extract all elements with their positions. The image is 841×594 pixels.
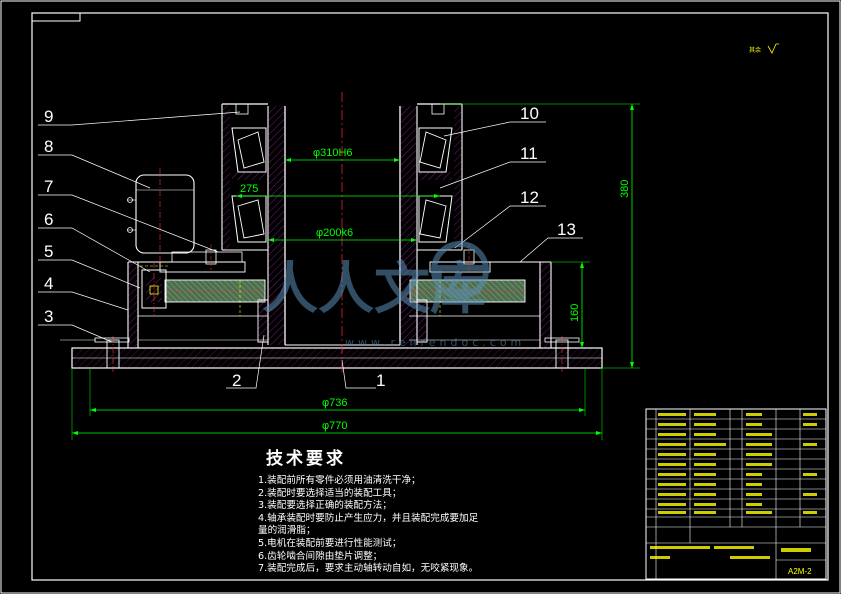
dim-200-text: φ200k6: [316, 227, 353, 239]
tech-req-line-6: 5.电机在装配前要进行性能测试；: [258, 537, 402, 549]
part-label-9: 9: [44, 107, 53, 126]
motor-bracket: [159, 251, 491, 273]
tech-req-title: 技术要求: [266, 449, 346, 469]
tech-req-line-3: 3.装配要选择正确的装配方法；: [258, 500, 392, 512]
part-labels: 9 8 7 6 5 4 3 10 11 12 13 2 1: [44, 104, 576, 390]
tech-req-line-7: 6.齿轮啮合间隙由垫片调整；: [258, 550, 383, 562]
part-label-1: 1: [376, 371, 385, 390]
dim-770: φ770: [71, 368, 603, 440]
part-label-8: 8: [44, 137, 53, 156]
leader-lines: [38, 111, 583, 389]
part-label-4: 4: [44, 274, 53, 293]
watermark: 人人文库 www.renrendoc.com: [262, 241, 525, 349]
spindle: [267, 92, 418, 372]
code-box: [31, 12, 81, 22]
bom-entries: [650, 413, 817, 559]
part-label-3: 3: [44, 307, 53, 326]
part-label-5: 5: [44, 242, 53, 261]
upper-bearing: [231, 127, 453, 180]
roughness-note-text: 其余: [749, 46, 761, 54]
part-label-12: 12: [520, 188, 539, 207]
tech-req-line-8: 7.装配完成后，要求主动轴转动自如，无咬紧现象。: [258, 563, 479, 575]
watermark-url: www.renrendoc.com: [345, 336, 525, 349]
dim-380: 380: [440, 103, 640, 369]
dim-200: φ200k6: [268, 227, 417, 242]
part-label-7: 7: [44, 177, 53, 196]
dim-275-text: 275: [240, 183, 258, 195]
dim-736-text: φ736: [322, 397, 348, 409]
inner-frame: [31, 12, 829, 581]
dim-770-text: φ770: [322, 420, 348, 432]
watermark-chars: 人人文库: [262, 257, 486, 322]
lower-bearing: [231, 195, 453, 243]
dim-275: 275: [236, 183, 440, 198]
part-label-2: 2: [232, 371, 241, 390]
technical-requirements: 技术要求 1.装配前所有零件必须用油清洗干净； 2.装配时要选择适当的装配工具；…: [258, 444, 558, 576]
part-label-11: 11: [520, 144, 538, 163]
dim-160: 160: [551, 261, 590, 348]
dim-310: φ310H6: [285, 147, 400, 162]
roughness-note: 其余: [749, 43, 779, 54]
tech-req-line-4: 4.轴承装配时要防止产生应力，并且装配完成要加足: [258, 512, 479, 524]
dim-160-text: 160: [569, 304, 581, 322]
tech-req-line-2: 2.装配时要选择适当的装配工具；: [258, 487, 402, 499]
part-label-6: 6: [44, 210, 53, 229]
tech-req-line-1: 1.装配前所有零件必须用油清洗干净；: [258, 475, 421, 486]
part-label-13: 13: [557, 220, 576, 239]
drawing-number: A2M-2: [788, 567, 812, 576]
seal-rings: [257, 299, 428, 343]
housing: [127, 261, 552, 348]
dim-310-text: φ310H6: [313, 147, 353, 159]
flange-screws: [205, 244, 475, 270]
motor: [127, 168, 195, 262]
dim-380-text: 380: [619, 180, 631, 198]
bom-table: [645, 408, 827, 580]
pinion-gear: [141, 262, 167, 316]
part-label-10: 10: [520, 104, 539, 123]
dim-736: φ736: [89, 368, 586, 416]
tech-req-line-5: 量的润滑脂；: [258, 525, 316, 537]
base-plate: [71, 336, 603, 372]
